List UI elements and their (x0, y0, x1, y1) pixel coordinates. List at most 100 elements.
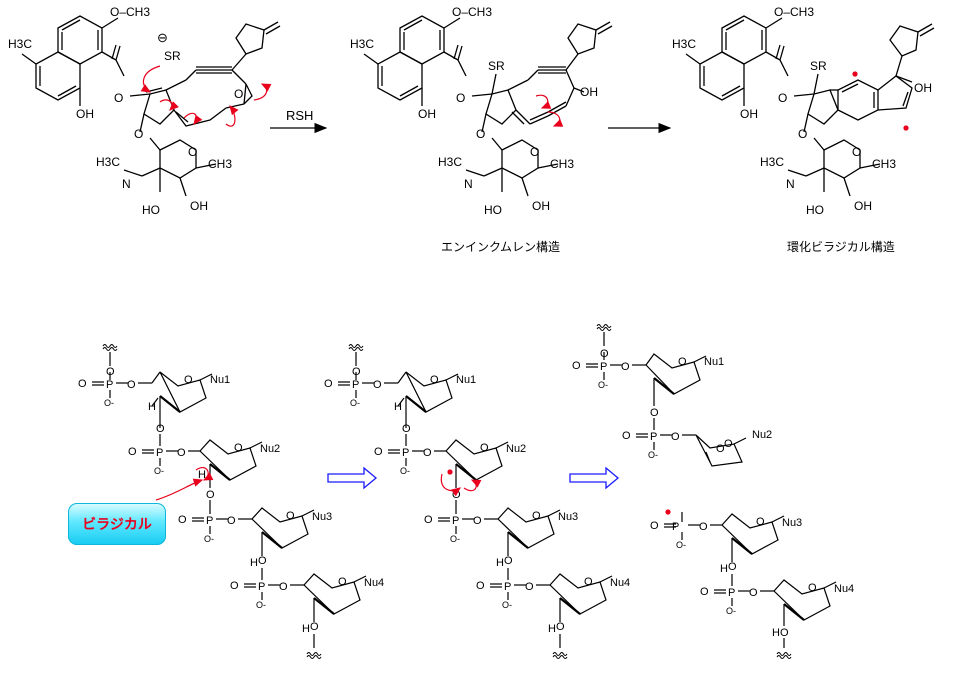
ch3-label-2: CH3 (550, 157, 574, 171)
ester-o-label-3: O (778, 91, 787, 105)
dna-atom-label: O (106, 366, 115, 378)
thiolate-label: SR (164, 49, 181, 63)
ho-label: HO (142, 203, 160, 217)
dna-atom-label: O (504, 555, 513, 567)
dna-atom-label: O- (256, 600, 266, 610)
caption-enyne-cumulene: エンインクムレン構造 (441, 240, 561, 254)
dna-atom-label: O- (648, 450, 658, 460)
dna-atom-label: O (423, 447, 432, 459)
dna-atom-label: O (78, 378, 87, 390)
oh-label-3: OH (914, 81, 932, 95)
dna-atom-label: H (198, 469, 206, 481)
transition-arrow (569, 466, 620, 490)
h3c-n-label-2: H3C (438, 155, 462, 169)
dna-atom-label: O (716, 443, 725, 455)
dna-atom-label: O- (598, 380, 608, 390)
dna-atom-label: O (127, 379, 136, 391)
dna-atom-label: O (128, 446, 137, 458)
dna-atom-label: O- (676, 540, 686, 550)
caption-cyclized-biradical: 環化ビラジカル構造 (787, 240, 895, 254)
dna-atom-label: O- (400, 466, 410, 476)
h3c-n-label-3: H3C (760, 155, 784, 169)
dna-atom-label: H (496, 557, 504, 569)
dna-atom-label: O- (204, 534, 214, 544)
methoxy-label-2: O–CH3 (452, 5, 492, 19)
dna-atom-label: H (394, 401, 402, 413)
dna-atom-label: H (302, 623, 310, 635)
ch3-label-3: CH3 (872, 157, 896, 171)
dna-atom-label: O- (350, 398, 360, 408)
radical-dot (447, 469, 453, 475)
sugar-ring-o-label: O (430, 374, 439, 386)
dna-atom-label: P (106, 379, 113, 391)
chromophore-structure (21, 15, 281, 197)
dna-atom-label: Nu4 (610, 577, 630, 589)
hydroxy-label-3: OH (740, 107, 758, 121)
oh-label-2b: OH (532, 199, 550, 213)
hydrogen-abstraction-arrows (155, 467, 482, 501)
dna-strand-cleaved (586, 323, 837, 660)
biradical-badge-label: ビラジカル (82, 517, 152, 533)
dna-atom-label: Nu1 (210, 374, 230, 386)
hydroxy-label-2: OH (418, 107, 436, 121)
dna-atom-label: Nu4 (834, 583, 854, 595)
cyclized-biradical-structure (685, 15, 935, 197)
dna-atom-label: Nu3 (782, 517, 802, 529)
dna-atom-label: H (148, 401, 156, 413)
n-label: N (122, 177, 131, 191)
dna-atom-label: O (230, 580, 239, 592)
dna-atom-label: O (699, 521, 708, 533)
sugar-ring-o-label: O (584, 576, 593, 588)
dna-atom-label: P (258, 581, 265, 593)
dna-atom-label: H (250, 557, 258, 569)
dna-atom-label: O (374, 446, 383, 458)
dna-atom-label: O (373, 379, 382, 391)
dna-atom-label: O (473, 515, 482, 527)
ring-o-label: O (188, 145, 197, 159)
dna-atom-label: O (324, 378, 333, 390)
dna-atom-label: O (728, 561, 737, 573)
dna-atom-label: O (156, 423, 165, 435)
dna-atom-label: O- (502, 600, 512, 610)
dna-atom-label: O (177, 447, 186, 459)
dna-atom-label: O- (726, 606, 736, 616)
sugar-ring-o-label: O (808, 582, 817, 594)
cumulene-arrows (535, 94, 564, 127)
dna-atom-label: O (206, 489, 215, 501)
ch3-label: CH3 (208, 157, 232, 171)
dna-strand-left (92, 343, 367, 660)
sugar-ring-o-label: O (532, 510, 541, 522)
dna-atom-label: O (621, 361, 630, 373)
sugar-ring-o-label: O (286, 510, 295, 522)
dna-atom-label: O- (154, 466, 164, 476)
glycoside-o-label-2: O (476, 127, 485, 141)
dna-atom-label: O (671, 431, 680, 443)
dna-atom-label: P (600, 361, 607, 373)
sugar-ring-o-label: O (184, 374, 193, 386)
dna-atom-label: O (424, 514, 433, 526)
dna-atom-label: Nu1 (704, 356, 724, 368)
enyne-cumulene-structure (363, 15, 613, 197)
minus-sign: ⊖ (157, 30, 168, 45)
dna-atom-label: Nu2 (752, 429, 772, 441)
methyl-label: H3C (8, 37, 32, 51)
oh-label-2: OH (580, 85, 598, 99)
transition-arrow (327, 466, 378, 490)
dna-atom-label: O (258, 555, 267, 567)
ester-o-label-2: O (456, 91, 465, 105)
sugar-ring-o-label: O (678, 356, 687, 368)
h3c-n-label: H3C (96, 155, 120, 169)
dna-atom-label: P (156, 447, 163, 459)
dna-atom-label: O (650, 407, 659, 419)
sugar-ring-o-label: O (724, 438, 733, 450)
sr-label-2: SR (488, 59, 505, 73)
dna-atom-label: O (476, 580, 485, 592)
dna-atom-label: O (700, 586, 709, 598)
sugar-ring-o-label: O (480, 442, 489, 454)
dna-atom-label: P (672, 521, 679, 533)
dna-atom-label: P (352, 379, 359, 391)
radical-dot (665, 509, 671, 515)
ho-label-3: HO (806, 203, 824, 217)
dna-atom-label: O (525, 581, 534, 593)
n-label-3: N (786, 177, 795, 191)
